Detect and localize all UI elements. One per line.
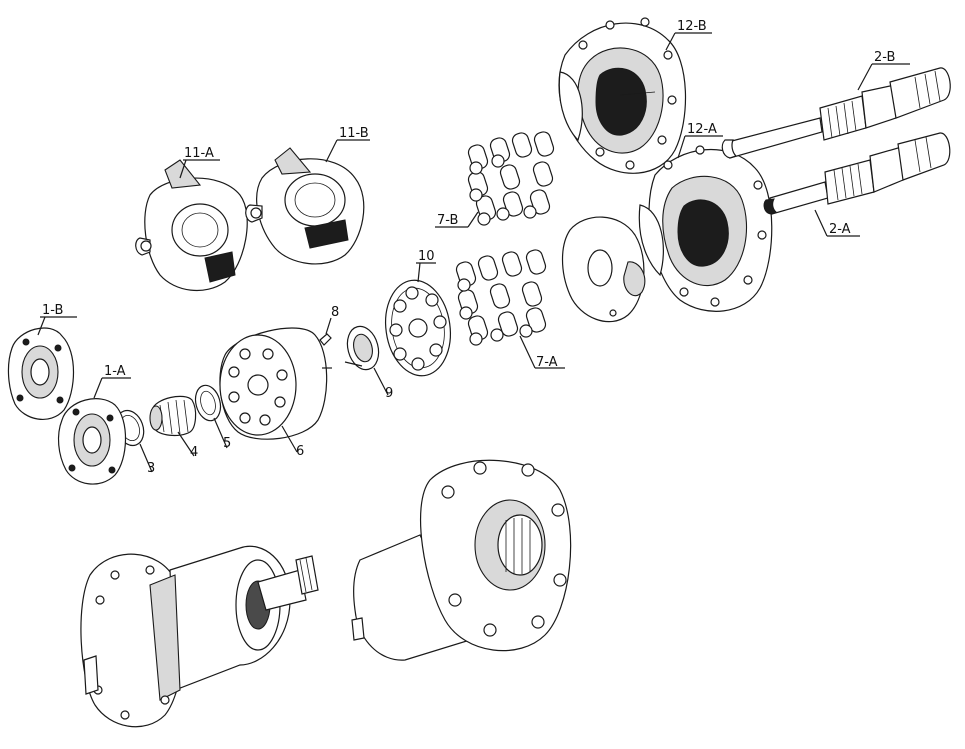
label-4: 4 (190, 445, 198, 460)
part-labels: 1-B 1-A 3 4 5 6 8 9 10 7-A 7-B 11-A 11-B… (42, 19, 895, 476)
part-11b-swash-plate (245, 147, 365, 265)
label-6: 6 (296, 444, 304, 459)
part-5-ring (194, 384, 222, 422)
label-11b: 11-B (339, 126, 369, 141)
part-4-spring-set (149, 395, 197, 437)
part-7a-piston-group (455, 249, 547, 346)
assembled-motor-left (80, 545, 319, 728)
label-11a: 11-A (184, 146, 214, 161)
label-12b: 12-B (677, 19, 707, 34)
label-1b: 1-B (42, 303, 63, 318)
label-8: 8 (331, 305, 339, 320)
part-2b-shaft (721, 67, 951, 159)
part-1b-plate (7, 327, 75, 420)
part-1a-plate (57, 398, 127, 485)
part-6-cylinder-block (219, 327, 332, 440)
label-3: 3 (147, 461, 155, 476)
part-7b-piston-group (467, 131, 555, 226)
label-9: 9 (385, 386, 393, 401)
label-5: 5 (223, 436, 231, 451)
label-2a: 2-A (829, 222, 851, 237)
part-9-spherical-bushing (344, 325, 380, 371)
label-7a: 7-A (536, 355, 558, 370)
label-7b: 7-B (437, 213, 458, 228)
label-12a: 12-A (687, 122, 717, 137)
part-11a-swash-plate (135, 159, 248, 292)
part-8-pin (319, 333, 332, 346)
leader-lines (37, 32, 910, 473)
label-1a: 1-A (104, 364, 126, 379)
valve-plate (561, 216, 646, 323)
part-12a-flange-housing (638, 145, 773, 312)
label-10: 10 (418, 249, 435, 264)
assembled-motor-right (351, 459, 572, 661)
label-2b: 2-B (874, 50, 895, 65)
part-12b-flange-housing (558, 17, 687, 174)
part-2a-shaft (763, 132, 951, 215)
part-10-retainer-plate (385, 279, 451, 377)
